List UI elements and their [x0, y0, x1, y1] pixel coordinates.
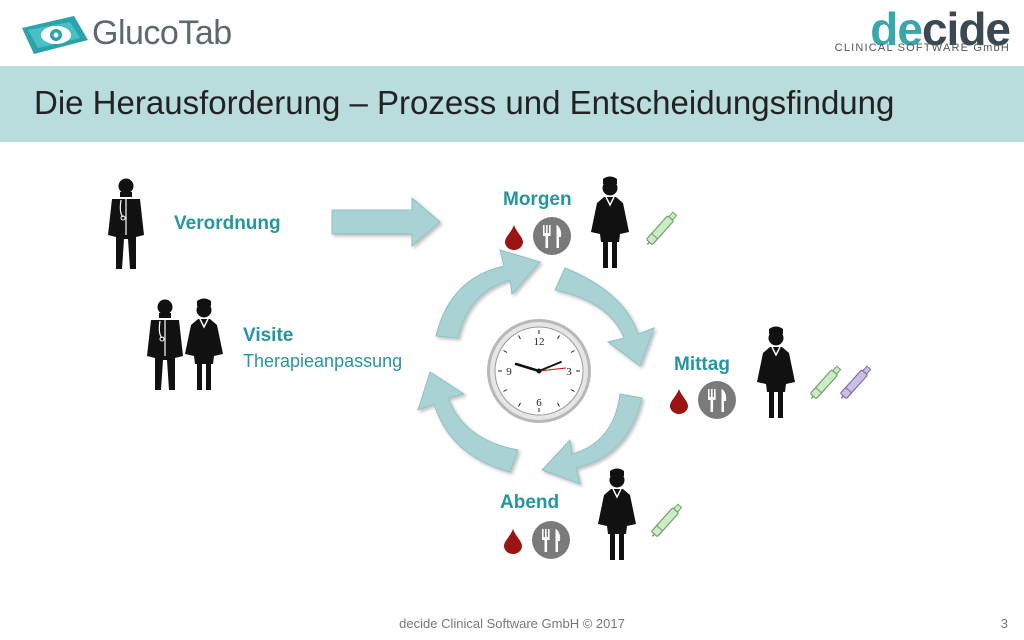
glucotab-logo-icon	[22, 16, 88, 54]
label-visite: Visite	[243, 325, 294, 346]
label-verordnung: Verordnung	[174, 213, 281, 234]
insulin-pen-icon	[645, 498, 689, 542]
label-morgen: Morgen	[503, 189, 572, 210]
nurse-icon	[597, 468, 637, 560]
footer-copyright: decide Clinical Software GmbH © 2017	[399, 616, 625, 631]
label-abend: Abend	[500, 492, 560, 513]
label-mittag: Mittag	[674, 354, 730, 375]
arrow-icon	[331, 196, 441, 248]
slide-title: Die Herausforderung – Prozess und Entsch…	[34, 84, 895, 121]
clock-icon: 12 3 6 9	[487, 319, 591, 423]
decide-logo-subtitle: CLINICAL SOFTWARE GmbH	[834, 42, 1010, 54]
cycle-arrow-top-left	[435, 249, 541, 339]
nurse-icon	[590, 176, 630, 268]
label-therapieanpassung: Therapieanpassung	[243, 351, 403, 371]
cycle-arrow-bottom-right	[541, 393, 643, 485]
blood-drop-icon	[504, 224, 524, 250]
clock-number-9: 9	[506, 366, 512, 378]
cutlery-icon	[697, 380, 737, 420]
doctor-icon	[106, 177, 146, 269]
cycle-arrow-top-right	[554, 267, 655, 367]
doctor-icon	[145, 298, 185, 390]
page-number: 3	[1000, 616, 1008, 631]
decide-logo-part-b: cide	[921, 3, 1011, 55]
decide-logo-part-a: de	[870, 3, 923, 55]
blood-drop-icon	[669, 388, 689, 414]
title-band	[0, 66, 1024, 142]
clock-number-3: 3	[566, 366, 572, 378]
insulin-pen-icon	[640, 206, 684, 250]
decide-logo: decide	[870, 2, 1011, 56]
insulin-pen-icon	[834, 360, 878, 404]
cycle-arrow-bottom-left	[417, 371, 519, 473]
cutlery-icon	[531, 520, 571, 560]
blood-drop-icon	[503, 528, 523, 554]
glucotab-logo-text: GlucoTab	[92, 14, 232, 52]
cutlery-icon	[532, 216, 572, 256]
clock-number-6: 6	[536, 397, 542, 409]
clock-number-12: 12	[534, 336, 545, 348]
nurse-icon	[184, 298, 224, 390]
nurse-icon	[756, 326, 796, 418]
